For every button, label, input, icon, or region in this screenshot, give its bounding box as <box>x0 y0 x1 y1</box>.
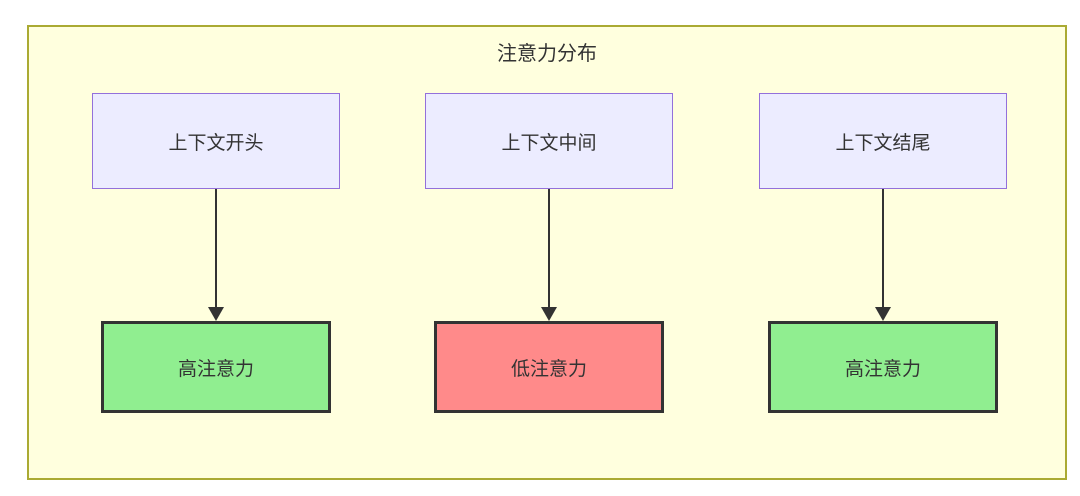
edge-arrow <box>875 189 891 321</box>
arrow-line <box>548 189 550 307</box>
arrow-down-icon <box>541 307 557 321</box>
arrow-down-icon <box>875 307 891 321</box>
node-context-middle-label: 上下文中间 <box>501 132 597 154</box>
edge-arrow <box>208 189 224 321</box>
node-context-start-label: 上下文开头 <box>168 132 264 154</box>
node-context-start: 上下文开头 <box>92 93 340 189</box>
node-high-attention-1-label: 高注意力 <box>177 358 254 380</box>
arrow-down-icon <box>208 307 224 321</box>
node-high-attention-2-label: 高注意力 <box>844 358 921 380</box>
arrow-line <box>215 189 217 307</box>
attention-distribution-diagram: 注意力分布 上下文开头 高注意力 上下文中间 低注意力 上下文结尾 <box>27 25 1067 480</box>
column-context-start: 上下文开头 高注意力 <box>92 93 340 413</box>
diagram-title: 注意力分布 <box>497 43 597 65</box>
arrow-line <box>882 189 884 307</box>
column-context-end: 上下文结尾 高注意力 <box>759 93 1007 413</box>
node-low-attention: 低注意力 <box>434 321 664 413</box>
node-high-attention-2: 高注意力 <box>768 321 998 413</box>
node-context-end-label: 上下文结尾 <box>835 132 931 154</box>
node-context-middle: 上下文中间 <box>425 93 673 189</box>
column-context-middle: 上下文中间 低注意力 <box>425 93 673 413</box>
node-high-attention-1: 高注意力 <box>101 321 331 413</box>
edge-arrow <box>541 189 557 321</box>
node-context-end: 上下文结尾 <box>759 93 1007 189</box>
node-low-attention-label: 低注意力 <box>510 358 587 380</box>
